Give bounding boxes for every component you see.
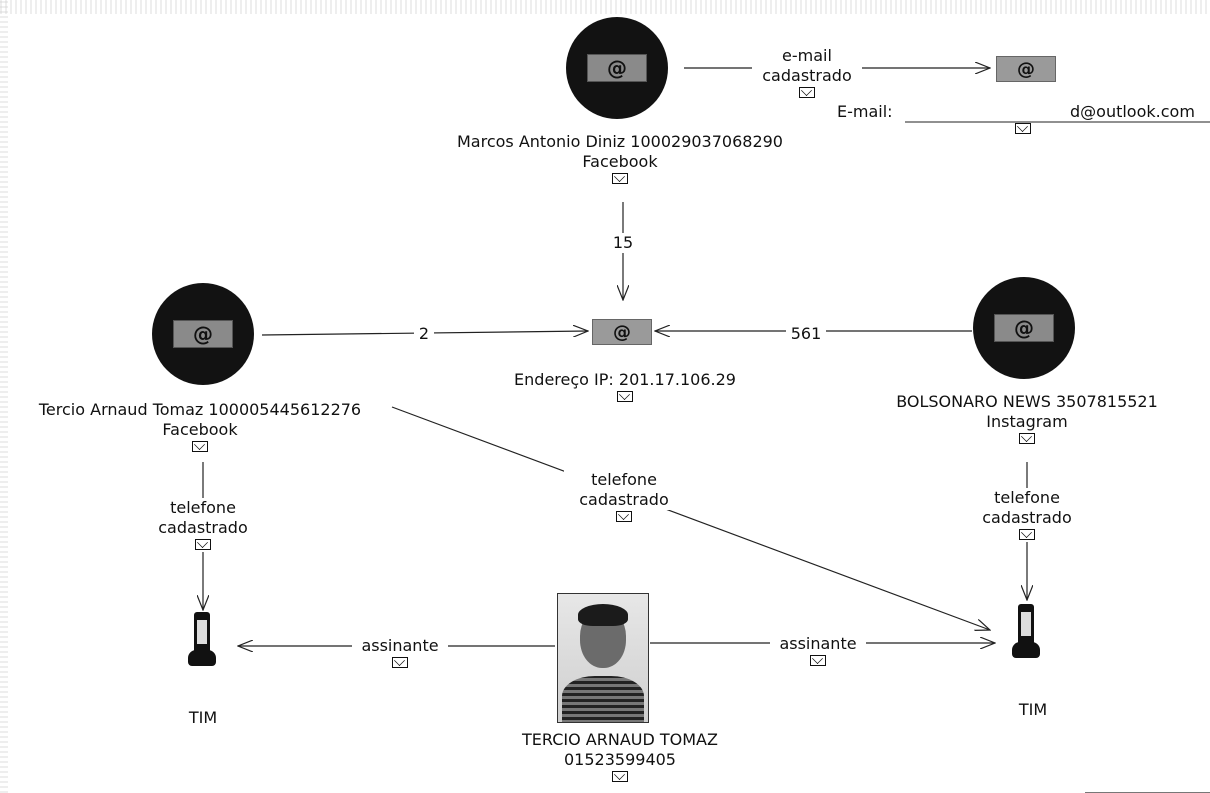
mobile-phone-icon[interactable] (186, 612, 220, 670)
node-ip-label[interactable]: Endereço IP: 201.17.106.29 (470, 370, 780, 404)
node-bolsonaro-title: BOLSONARO NEWS 3507815521 (896, 392, 1158, 411)
envelope-icon[interactable] (1015, 123, 1031, 134)
scan-border-top (0, 0, 1210, 14)
edge-label-tercio-ip[interactable]: 2 (414, 324, 434, 344)
edge-label-bolsonaro-phone-right[interactable]: telefone cadastrado (967, 488, 1087, 542)
node-person-label[interactable]: TERCIO ARNAUD TOMAZ 01523599405 (470, 730, 770, 784)
edge-label-line1: telefone (994, 488, 1060, 507)
edge-label-line2: cadastrado (158, 518, 248, 537)
edge-label-marcos-ip[interactable]: 15 (608, 233, 638, 253)
person-photo[interactable] (557, 593, 649, 723)
edge-label-person-phone-left[interactable]: assinante (352, 636, 448, 670)
email-label-prefix: E-mail: (837, 102, 893, 121)
at-sign-icon: @ (587, 54, 647, 82)
node-marcos-title: Marcos Antonio Diniz 100029037068290 (457, 132, 783, 151)
envelope-icon[interactable] (192, 441, 208, 452)
envelope-icon[interactable] (612, 173, 628, 184)
envelope-icon[interactable] (799, 87, 815, 98)
envelope-icon[interactable] (195, 539, 211, 550)
node-person-id: 01523599405 (564, 750, 676, 769)
node-marcos-label[interactable]: Marcos Antonio Diniz 100029037068290 Fac… (420, 132, 820, 186)
edge-label-line1: e-mail (782, 46, 832, 65)
node-tercio-fb-title: Tercio Arnaud Tomaz 100005445612276 (38, 400, 362, 419)
scan-border-left (0, 0, 8, 793)
edge-label-tercio-phone-left[interactable]: telefone cadastrado (143, 498, 263, 552)
edge-label-line2: cadastrado (982, 508, 1072, 527)
envelope-icon[interactable] (1019, 529, 1035, 540)
phone-right-label: TIM (1018, 700, 1048, 719)
node-bolsonaro-circle[interactable]: @ (973, 277, 1075, 379)
email-envelope-wrap (1013, 122, 1033, 136)
edge-label-marcos-email[interactable]: e-mail cadastrado (752, 46, 862, 100)
edge-label-text: assinante (361, 636, 439, 655)
node-tercio-fb-subtitle: Facebook (162, 420, 238, 439)
mobile-phone-icon[interactable] (1010, 604, 1044, 662)
envelope-icon[interactable] (612, 771, 628, 782)
edge-tercio-phone-right (391, 406, 990, 630)
node-marcos-circle[interactable]: @ (566, 17, 668, 119)
node-tercio-fb-label[interactable]: Tercio Arnaud Tomaz 100005445612276 Face… (2, 400, 398, 454)
node-bolsonaro-subtitle: Instagram (986, 412, 1068, 431)
edge-label-bolsonaro-ip[interactable]: 561 (786, 324, 826, 344)
edge-label-tercio-phone-right[interactable]: telefone cadastrado (564, 470, 684, 524)
at-sign-icon: @ (173, 320, 233, 348)
envelope-icon[interactable] (617, 391, 633, 402)
envelope-icon[interactable] (810, 655, 826, 666)
node-ip-text: Endereço IP: 201.17.106.29 (514, 370, 736, 389)
edge-label-line2: cadastrado (762, 66, 852, 85)
email-value[interactable]: d@outlook.com (1070, 102, 1195, 121)
node-marcos-subtitle: Facebook (582, 152, 658, 171)
envelope-icon[interactable] (392, 657, 408, 668)
email-at-sign-icon[interactable]: @ (996, 56, 1056, 82)
at-sign-icon: @ (994, 314, 1054, 342)
edge-label-person-phone-right[interactable]: assinante (770, 634, 866, 668)
envelope-icon[interactable] (616, 511, 632, 522)
edge-label-line2: cadastrado (564, 490, 684, 510)
node-tercio-fb-circle[interactable]: @ (152, 283, 254, 385)
node-person-name: TERCIO ARNAUD TOMAZ (522, 730, 718, 749)
edge-label-text: assinante (779, 634, 857, 653)
ip-at-sign-icon[interactable]: @ (592, 319, 652, 345)
edge-label-line1: telefone (170, 498, 236, 517)
phone-left-label: TIM (188, 708, 218, 727)
envelope-icon[interactable] (1019, 433, 1035, 444)
edge-label-line1: telefone (564, 470, 684, 490)
node-bolsonaro-label[interactable]: BOLSONARO NEWS 3507815521 Instagram (862, 392, 1192, 446)
